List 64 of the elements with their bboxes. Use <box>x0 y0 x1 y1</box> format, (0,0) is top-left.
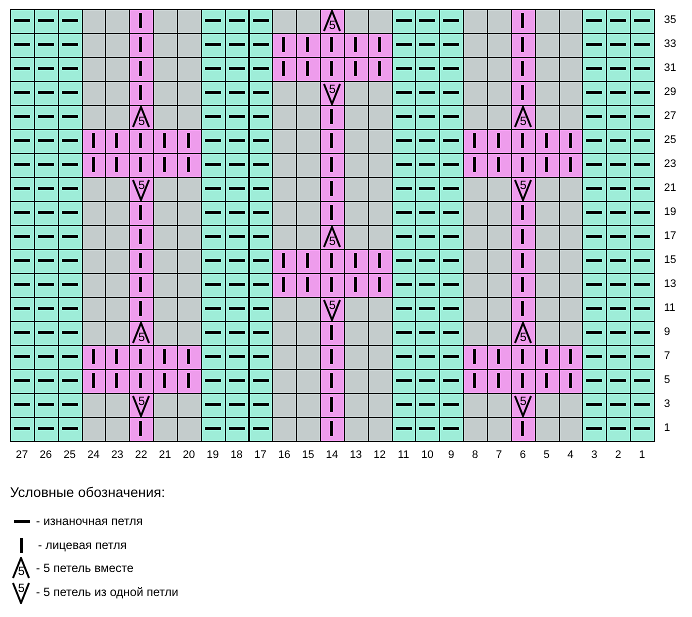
row-number: 13 <box>664 278 676 290</box>
stitch-count: 5 <box>138 395 145 407</box>
column-number: 13 <box>348 449 363 461</box>
row-number: 11 <box>664 302 676 314</box>
column-number: 24 <box>86 449 101 461</box>
legend-text: - 5 петель из одной петли <box>36 585 178 599</box>
stitch-count: 5 <box>138 179 145 191</box>
row-number: 27 <box>664 110 676 122</box>
column-number: 23 <box>110 449 124 461</box>
column-number: 10 <box>420 449 434 461</box>
stitch-count: 5 <box>329 299 336 311</box>
column-number: 12 <box>372 449 387 461</box>
column-number: 25 <box>62 449 77 461</box>
column-number: 7 <box>494 449 503 461</box>
column-number: 21 <box>158 449 172 461</box>
row-number: 3 <box>664 398 670 410</box>
column-number: 17 <box>253 449 268 461</box>
stitch-count: 5 <box>520 331 527 343</box>
stitch-count: 5 <box>138 115 145 127</box>
column-number: 5 <box>542 449 551 461</box>
row-number: 29 <box>664 86 676 98</box>
column-number: 19 <box>206 449 220 461</box>
row-number: 17 <box>664 230 676 242</box>
column-number: 20 <box>182 449 196 461</box>
column-number: 15 <box>300 449 316 461</box>
column-number: 14 <box>324 449 340 461</box>
column-number: 1 <box>638 449 646 461</box>
column-number: 8 <box>471 449 480 461</box>
column-number: 16 <box>277 449 292 461</box>
stitch-count: 5 <box>18 565 25 577</box>
row-number: 35 <box>664 14 676 26</box>
stitch-count: 5 <box>18 582 25 594</box>
row-number: 7 <box>664 350 670 362</box>
legend-text: - изнаночная петля <box>36 514 143 528</box>
row-number: 15 <box>664 254 676 266</box>
column-number: 4 <box>566 449 575 461</box>
row-number: 5 <box>664 374 670 386</box>
stitch-count: 5 <box>329 19 336 31</box>
row-number: 21 <box>664 182 676 194</box>
column-number: 27 <box>14 449 30 461</box>
column-number: 9 <box>447 449 456 461</box>
stitch-count: 5 <box>520 115 527 127</box>
legend-text: - 5 петель вместе <box>36 561 134 575</box>
legend-text: - лицевая петля <box>38 538 127 552</box>
column-number: 6 <box>518 449 527 461</box>
stitch-count: 5 <box>520 179 527 191</box>
column-number: 18 <box>229 449 244 461</box>
column-number: 2 <box>614 449 622 461</box>
stitch-count: 5 <box>329 235 336 247</box>
column-number: 3 <box>590 449 598 461</box>
row-number: 1 <box>664 422 670 434</box>
column-number: 22 <box>134 449 148 461</box>
row-number: 9 <box>664 326 670 338</box>
column-number: 26 <box>38 449 53 461</box>
row-number: 23 <box>664 158 676 170</box>
row-number: 31 <box>664 62 676 74</box>
column-number: 11 <box>396 449 410 461</box>
row-number: 25 <box>664 134 676 146</box>
row-number: 19 <box>664 206 676 218</box>
legend-title: Условные обозначения: <box>10 484 166 500</box>
row-number: 33 <box>664 38 676 50</box>
stitch-count: 5 <box>520 395 527 407</box>
stitch-count: 5 <box>329 83 336 95</box>
stitch-count: 5 <box>138 331 145 343</box>
